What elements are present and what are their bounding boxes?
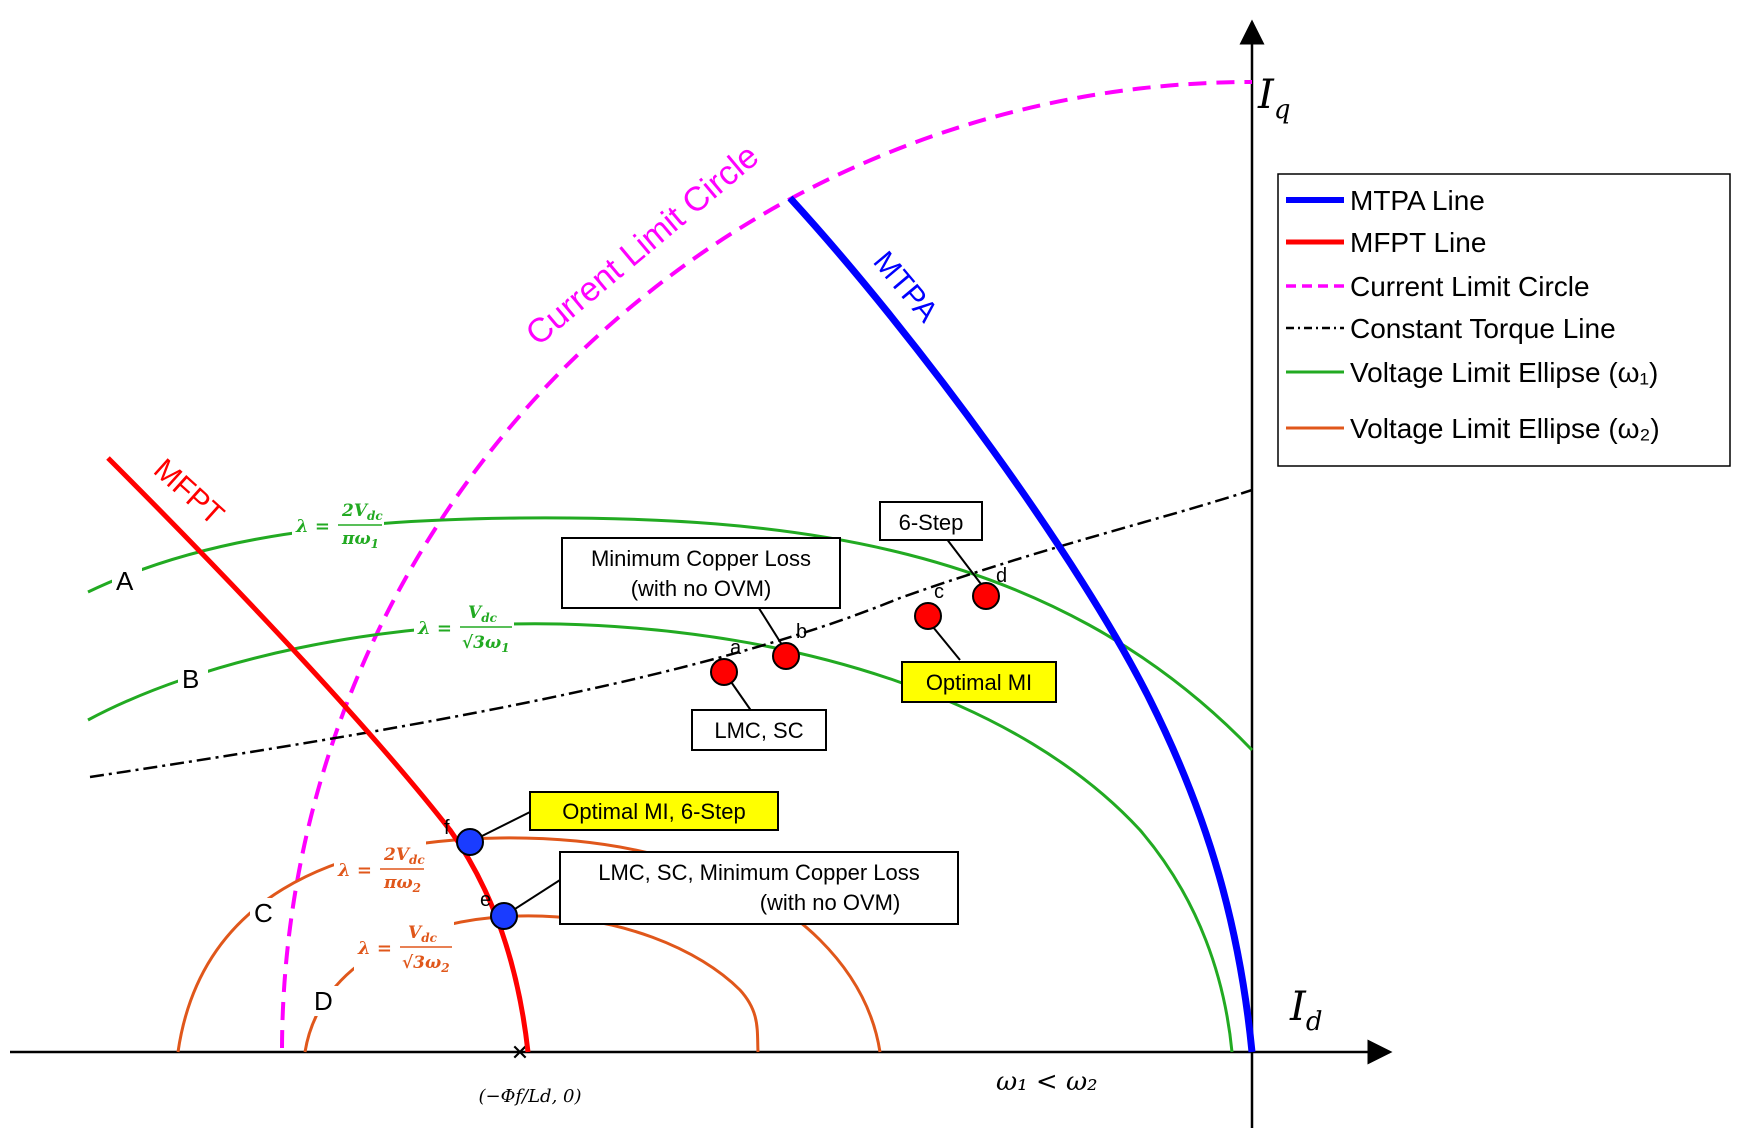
lambda-label-c: λ = 2Vdc πω2 xyxy=(334,840,426,896)
svg-text:λ =: λ = xyxy=(357,938,392,959)
legend-item-mtpa: MTPA Line xyxy=(1286,185,1485,216)
svg-text:πω1: πω1 xyxy=(341,529,379,551)
point-e xyxy=(490,902,518,930)
current-limit-circle xyxy=(280,80,1253,1049)
svg-text:a: a xyxy=(730,637,742,659)
mfpt-line xyxy=(106,456,531,1053)
ellipse-a xyxy=(87,516,1254,752)
svg-text:Vdc: Vdc xyxy=(468,603,498,625)
svg-text:(with no OVM): (with no OVM) xyxy=(631,576,772,601)
callout-lmc-sc-mcl: LMC, SC, Minimum Copper Loss (with no OV… xyxy=(559,851,959,925)
svg-text:λ =: λ = xyxy=(295,516,330,537)
svg-text:2Vdc: 2Vdc xyxy=(383,845,425,867)
svg-text:Vdc: Vdc xyxy=(408,923,438,945)
point-f xyxy=(456,828,484,856)
id-axis-label: Id xyxy=(1289,984,1322,1037)
speed-relation: ω₁ < ω₂ xyxy=(996,1067,1098,1097)
ellipse-letter-a: A xyxy=(116,566,134,596)
svg-text:c: c xyxy=(934,581,944,603)
svg-text:LMC, SC, Minimum Copper Loss: LMC, SC, Minimum Copper Loss xyxy=(598,860,920,885)
flux-origin-marker: ✕ xyxy=(511,1040,529,1065)
ellipse-letter-d: D xyxy=(314,986,333,1016)
svg-text:(with no OVM): (with no OVM) xyxy=(760,890,901,915)
point-a xyxy=(710,658,738,686)
svg-text:√3ω1: √3ω1 xyxy=(462,633,510,655)
flux-origin-label: (−Φf/Ld, 0) xyxy=(479,1086,582,1107)
svg-text:Voltage Limit Ellipse (ω₁): Voltage Limit Ellipse (ω₁) xyxy=(1350,357,1658,388)
callout-optimal-mi: Optimal MI xyxy=(901,661,1057,703)
svg-text:λ =: λ = xyxy=(417,618,452,639)
svg-text:Optimal MI, 6-Step: Optimal MI, 6-Step xyxy=(562,799,745,824)
legend-item-mfpt: MFPT Line xyxy=(1286,227,1486,258)
mfpt-curve-label: MFPT xyxy=(147,453,230,532)
svg-text:Constant Torque Line: Constant Torque Line xyxy=(1350,313,1616,344)
svg-text:6-Step: 6-Step xyxy=(899,510,964,535)
legend-item-torque: Constant Torque Line xyxy=(1286,313,1616,344)
svg-text:Current Limit Circle: Current Limit Circle xyxy=(1350,271,1590,302)
legend-item-ellipse-w1: Voltage Limit Ellipse (ω₁) xyxy=(1286,357,1658,388)
callout-optimal-mi-6step: Optimal MI, 6-Step xyxy=(529,791,779,831)
lambda-label-d: λ = Vdc √3ω2 xyxy=(354,920,454,976)
mtpa-line xyxy=(787,195,1256,1053)
ellipse-b xyxy=(87,622,1234,1053)
svg-text:Minimum Copper Loss: Minimum Copper Loss xyxy=(591,546,811,571)
svg-text:b: b xyxy=(796,621,807,643)
svg-text:2Vdc: 2Vdc xyxy=(341,501,383,523)
svg-text:LMC, SC: LMC, SC xyxy=(714,718,803,743)
svg-text:f: f xyxy=(444,817,450,839)
legend: MTPA Line MFPT Line Current Limit Circle… xyxy=(1277,173,1731,467)
svg-text:MTPA Line: MTPA Line xyxy=(1350,185,1485,216)
mtpa-curve-label: MTPA xyxy=(867,245,944,328)
ellipse-letter-c: C xyxy=(254,898,273,928)
svg-text:Optimal MI: Optimal MI xyxy=(926,670,1032,695)
lambda-label-a: λ = 2Vdc πω1 xyxy=(292,496,384,551)
point-b xyxy=(772,642,800,670)
svg-text:λ =: λ = xyxy=(337,860,372,881)
callout-min-copper: Minimum Copper Loss (with no OVM) xyxy=(561,537,841,609)
svg-text:Voltage Limit Ellipse (ω₂): Voltage Limit Ellipse (ω₂) xyxy=(1350,413,1660,444)
svg-text:e: e xyxy=(480,889,491,911)
callout-lmc-sc: LMC, SC xyxy=(691,709,827,751)
iq-axis-label: Iq xyxy=(1257,72,1290,125)
svg-text:d: d xyxy=(996,565,1007,587)
svg-text:MFPT Line: MFPT Line xyxy=(1350,227,1486,258)
ellipse-letter-b: B xyxy=(182,664,199,694)
svg-text:πω2: πω2 xyxy=(383,873,421,895)
point-c xyxy=(914,602,942,630)
svg-text:√3ω2: √3ω2 xyxy=(402,953,450,975)
legend-item-ellipse-w2: Voltage Limit Ellipse (ω₂) xyxy=(1286,413,1660,444)
legend-item-current-limit: Current Limit Circle xyxy=(1286,271,1590,302)
callout-six-step: 6-Step xyxy=(879,501,983,541)
point-d xyxy=(972,582,1000,610)
constant-torque-line xyxy=(89,488,1253,779)
lambda-label-b: λ = Vdc √3ω1 xyxy=(414,600,514,656)
current-limit-label: Current Limit Circle xyxy=(519,137,766,353)
